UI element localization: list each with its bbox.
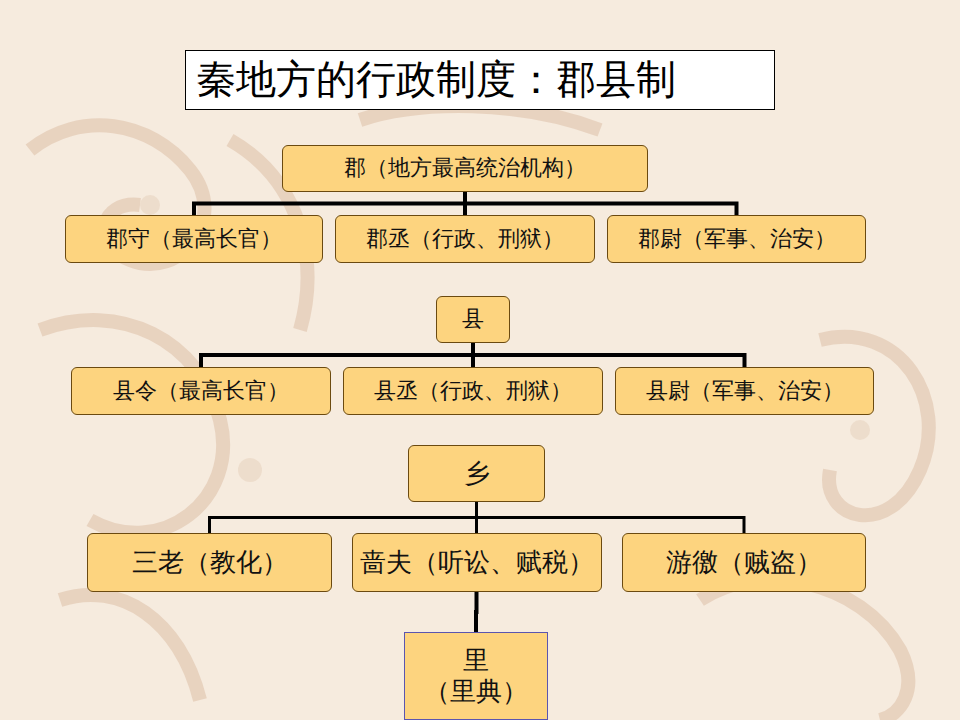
box-label: 乡 <box>464 458 490 489</box>
tree-connector <box>474 592 479 632</box>
box-label: 县尉（军事、治安） <box>646 378 844 404</box>
org-box: 郡守（最高长官） <box>65 215 323 263</box>
org-box: 县 <box>436 296 510 343</box>
org-box: 县令（最高长官） <box>71 367 331 415</box>
tree-connector <box>201 343 473 367</box>
org-box: 县丞（行政、刑狱） <box>343 367 603 415</box>
box-label: 游徼（贼盗） <box>666 547 822 578</box>
box-label: 郡丞（行政、刑狱） <box>366 226 564 252</box>
org-box: 里（里典） <box>404 632 548 720</box>
tree-connector <box>477 502 745 533</box>
box-label: 三老（教化） <box>132 547 288 578</box>
tree-connector <box>473 343 745 367</box>
org-box: 乡 <box>408 445 545 502</box>
box-label: 里 <box>463 645 489 676</box>
box-label: 郡尉（军事、治安） <box>638 226 836 252</box>
org-box: 郡丞（行政、刑狱） <box>335 215 595 263</box>
box-label: 县令（最高长官） <box>113 378 289 404</box>
dragon-pattern <box>30 106 929 720</box>
box-label: （里典） <box>424 676 528 707</box>
box-label: 县丞（行政、刑狱） <box>374 378 572 404</box>
org-box: 郡（地方最高统治机构） <box>282 145 648 192</box>
slide-title: 秦地方的行政制度：郡县制 <box>185 50 775 110</box>
box-label: 县 <box>462 306 484 332</box>
box-label: 啬夫（听讼、赋税） <box>360 547 594 578</box>
org-box: 游徼（贼盗） <box>622 533 866 592</box>
box-label: 郡守（最高长官） <box>106 226 282 252</box>
org-box: 啬夫（听讼、赋税） <box>352 533 602 592</box>
org-box: 郡尉（军事、治安） <box>607 215 866 263</box>
tree-connector <box>210 502 477 533</box>
org-box: 三老（教化） <box>87 533 332 592</box>
box-label: 郡（地方最高统治机构） <box>344 155 586 181</box>
tree-connector <box>465 192 737 215</box>
org-box: 县尉（军事、治安） <box>615 367 874 415</box>
tree-connector <box>194 192 465 215</box>
